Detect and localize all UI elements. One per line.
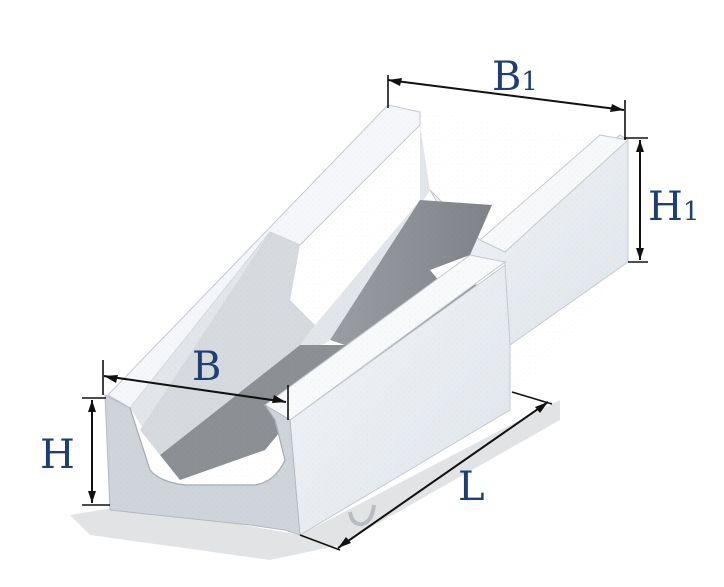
dimension-b1: B1 xyxy=(387,54,626,140)
dimension-h1: H1 xyxy=(624,137,699,263)
label-h: H xyxy=(40,432,75,478)
label-b1: B1 xyxy=(492,54,538,100)
dimension-line-b1 xyxy=(387,79,625,111)
dimension-line-b xyxy=(103,375,287,403)
label-b: B xyxy=(192,344,221,390)
dimension-b: B xyxy=(102,344,289,420)
lifting-hook xyxy=(348,504,376,527)
dimension-line-l xyxy=(337,401,549,549)
concrete-tray xyxy=(104,104,630,536)
label-h1: H1 xyxy=(648,184,699,230)
label-l: L xyxy=(458,464,485,510)
dimension-h: H xyxy=(40,397,110,506)
dimension-l: L xyxy=(299,391,553,551)
